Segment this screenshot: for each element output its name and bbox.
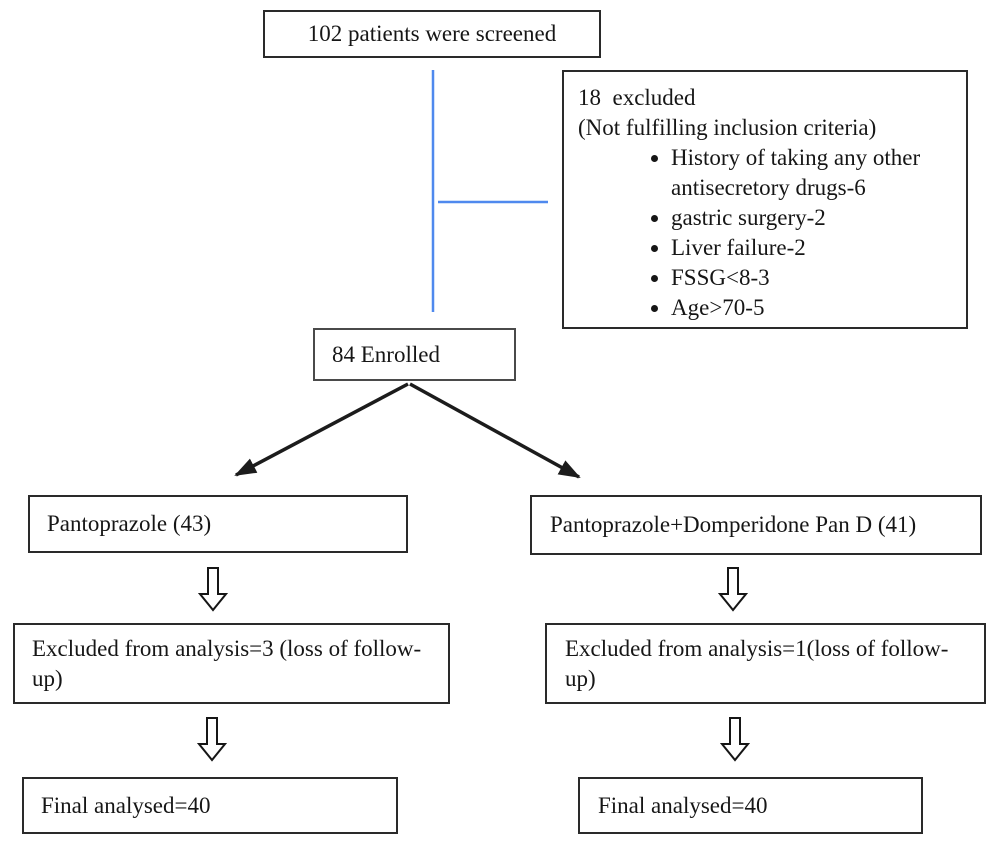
excluded-bullet-item: Age>70-5 <box>671 293 954 323</box>
box-excluded-analysis-left: Excluded from analysis=3 (loss of follow… <box>13 623 450 704</box>
arrow-to-right-arm <box>409 382 581 479</box>
down-arrow-icon <box>197 567 229 612</box>
box-arm-pan-d-label: Pantoprazole+Domperidone Pan D (41) <box>550 512 917 537</box>
box-screened-label: 102 patients were screened <box>307 21 557 46</box>
excluded-bullet-list: History of taking any other antisecretor… <box>578 143 954 323</box>
box-screened: 102 patients were screened <box>263 10 601 58</box>
box-arm-pan-d: Pantoprazole+Domperidone Pan D (41) <box>530 495 982 555</box>
arrow-to-left-arm <box>234 382 409 477</box>
excluded-count-line: 18 excluded <box>578 85 696 110</box>
excluded-bullet-item: History of taking any other antisecretor… <box>671 143 954 203</box>
excluded-reason-line: (Not fulfilling inclusion criteria) <box>578 115 877 140</box>
excluded-bullet-item: FSSG<8-3 <box>671 263 954 293</box>
box-final-right-label: Final analysed=40 <box>598 792 768 818</box>
box-excluded-criteria: 18 excluded (Not fulfilling inclusion cr… <box>562 70 968 329</box>
box-arm-pantoprazole-label: Pantoprazole (43) <box>47 511 212 536</box>
box-enrolled-label: 84 Enrolled <box>332 341 440 367</box>
excluded-bullet-item: Liver failure-2 <box>671 233 954 263</box>
box-final-left: Final analysed=40 <box>22 777 398 834</box>
box-excluded-analysis-left-label: Excluded from analysis=3 (loss of follow… <box>32 636 422 691</box>
down-arrow-icon <box>196 717 228 762</box>
box-arm-pantoprazole: Pantoprazole (43) <box>28 495 408 553</box>
box-enrolled: 84 Enrolled <box>313 328 516 381</box>
box-final-right: Final analysed=40 <box>578 777 923 834</box>
down-arrow-icon <box>719 717 751 762</box>
box-final-left-label: Final analysed=40 <box>41 792 211 818</box>
excluded-bullet-item: gastric surgery-2 <box>671 203 954 233</box>
box-excluded-analysis-right: Excluded from analysis=1(loss of follow-… <box>545 623 986 704</box>
box-excluded-analysis-right-label: Excluded from analysis=1(loss of follow-… <box>565 636 949 691</box>
down-arrow-icon <box>717 567 749 612</box>
